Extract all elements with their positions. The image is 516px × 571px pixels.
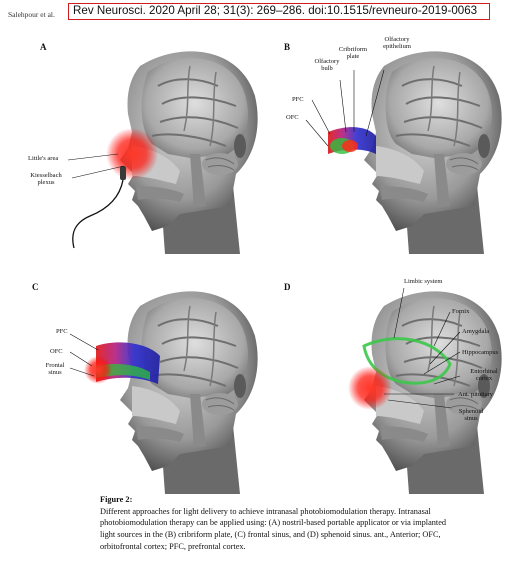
author-label: Salehpour et al. [8, 10, 55, 19]
panel-d-illustration [284, 276, 508, 494]
label-ant-pituitary: Ant. pituitary [458, 391, 494, 398]
label-cribriform-plate: Cribriform plate [338, 46, 368, 60]
citation-box[interactable]: Rev Neurosci. 2020 April 28; 31(3): 269–… [68, 3, 490, 20]
panel-a-letter: A [40, 42, 47, 52]
label-fornix: Fornix [452, 308, 470, 315]
panel-d-head-graphic [348, 287, 503, 494]
label-hippocampus: Hippocampus [462, 349, 499, 356]
panel-b-head-graphic [305, 50, 503, 254]
label-olfactory-bulb: Olfactory bulb [314, 58, 340, 72]
label-entorhinal-cortex: Entorhinal cortex [470, 368, 498, 382]
caption-text: Different approaches for light delivery … [100, 506, 447, 551]
label-ofc-c: OFC [50, 348, 63, 355]
label-littles-area: Little's area [28, 155, 59, 162]
label-kiesselbach-plexus: Kiesselbach plexus [30, 172, 62, 186]
light-glow-sphenoid [348, 366, 392, 410]
panel-a-head-graphic [67, 50, 259, 254]
applicator-wire [72, 179, 124, 249]
label-ofc-b: OFC [286, 114, 299, 121]
label-pfc-c: PFC [56, 328, 68, 335]
label-sphenoid-sinus: Sphenoid sinus [458, 408, 484, 422]
label-pfc-b: PFC [292, 96, 304, 103]
panel-c-illustration [40, 276, 264, 494]
label-limbic-system: Limbic system [404, 278, 443, 285]
panel-b-letter: B [284, 42, 291, 52]
figure-label: Figure 2: [100, 495, 133, 504]
label-olfactory-epithelium: Olfactory epithelium [383, 36, 411, 50]
label-amygdala: Amygdala [462, 328, 490, 335]
light-glow-nostril [106, 128, 158, 180]
panel-c-head-graphic [69, 290, 259, 494]
panel-a-illustration [40, 36, 264, 254]
panel-d-letter: D [284, 282, 291, 292]
figure-caption: Figure 2: Different approaches for light… [100, 494, 460, 553]
panel-b-illustration [284, 36, 508, 254]
label-frontal-sinus: Frontal sinus [45, 362, 65, 376]
panel-c-letter: C [32, 282, 39, 292]
